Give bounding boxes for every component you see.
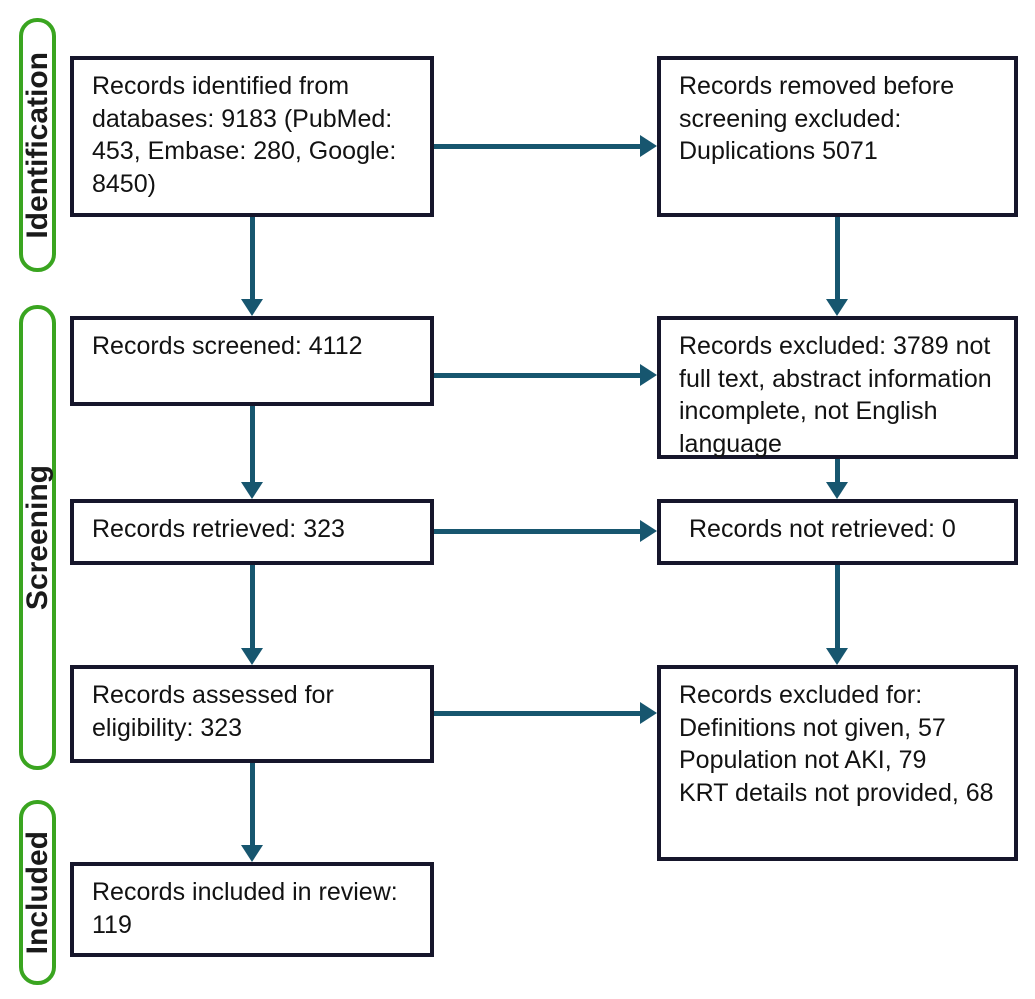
box-records-removed-before-screening: Records removed before screening exclude… <box>657 56 1018 217</box>
box-records-identified-text: Records identified from databases: 9183 … <box>92 72 397 198</box>
box-records-excluded-eligibility: Records excluded for: Definitions not gi… <box>657 665 1018 861</box>
arrowhead-removed-to-excluded-screening <box>826 299 848 316</box>
connector-screened-to-retrieved <box>250 406 255 482</box>
connector-removed-to-excluded-screening <box>835 217 840 299</box>
stage-label-screening: Screening <box>19 305 56 770</box>
arrowhead-not-retrieved-to-excluded-eligibility <box>826 648 848 665</box>
connector-identified-to-removed <box>434 144 640 149</box>
arrowhead-excluded-screening-to-not-retrieved <box>826 482 848 499</box>
connector-assessed-to-excluded-eligibility <box>434 711 640 716</box>
box-records-retrieved: Records retrieved: 323 <box>70 499 434 565</box>
arrowhead-identified-to-screened <box>241 299 263 316</box>
arrowhead-assessed-to-included <box>241 845 263 862</box>
stage-label-identification-text: Identification <box>20 51 54 239</box>
connector-retrieved-to-not-retrieved <box>434 529 640 534</box>
stage-label-identification: Identification <box>19 18 56 272</box>
connector-assessed-to-included <box>250 763 255 845</box>
box-records-screened-text: Records screened: 4112 <box>92 332 363 360</box>
connector-identified-to-screened <box>250 217 255 299</box>
stage-label-included-text: Included <box>20 830 54 955</box>
box-records-assessed-for-eligibility-text: Records assessed for eligibility: 323 <box>92 681 334 742</box>
box-records-removed-before-screening-text: Records removed before screening exclude… <box>679 72 955 165</box>
box-records-screened: Records screened: 4112 <box>70 316 434 406</box>
arrowhead-assessed-to-excluded-eligibility <box>640 702 657 724</box>
connector-excluded-screening-to-not-retrieved <box>835 459 840 482</box>
box-records-retrieved-text: Records retrieved: 323 <box>92 515 345 543</box>
box-records-excluded-screening-text: Records excluded: 3789 not full text, ab… <box>679 332 992 458</box>
arrowhead-retrieved-to-not-retrieved <box>640 520 657 542</box>
box-records-not-retrieved-text: Records not retrieved: 0 <box>689 515 956 543</box>
connector-retrieved-to-assessed <box>250 565 255 648</box>
box-records-assessed-for-eligibility: Records assessed for eligibility: 323 <box>70 665 434 763</box>
box-records-included-in-review-text: Records included in review: 119 <box>92 878 398 939</box>
connector-screened-to-excluded-screening <box>434 373 640 378</box>
connector-not-retrieved-to-excluded-eligibility <box>835 565 840 648</box>
box-records-identified: Records identified from databases: 9183 … <box>70 56 434 217</box>
box-records-included-in-review: Records included in review: 119 <box>70 862 434 957</box>
arrowhead-screened-to-retrieved <box>241 482 263 499</box>
box-records-not-retrieved: Records not retrieved: 0 <box>657 499 1018 565</box>
arrowhead-screened-to-excluded-screening <box>640 364 657 386</box>
box-records-excluded-eligibility-text: Records excluded for: Definitions not gi… <box>679 681 994 807</box>
stage-label-included: Included <box>19 800 56 985</box>
arrowhead-identified-to-removed <box>640 135 657 157</box>
box-records-excluded-screening: Records excluded: 3789 not full text, ab… <box>657 316 1018 459</box>
stage-label-screening-text: Screening <box>20 464 54 611</box>
arrowhead-retrieved-to-assessed <box>241 648 263 665</box>
